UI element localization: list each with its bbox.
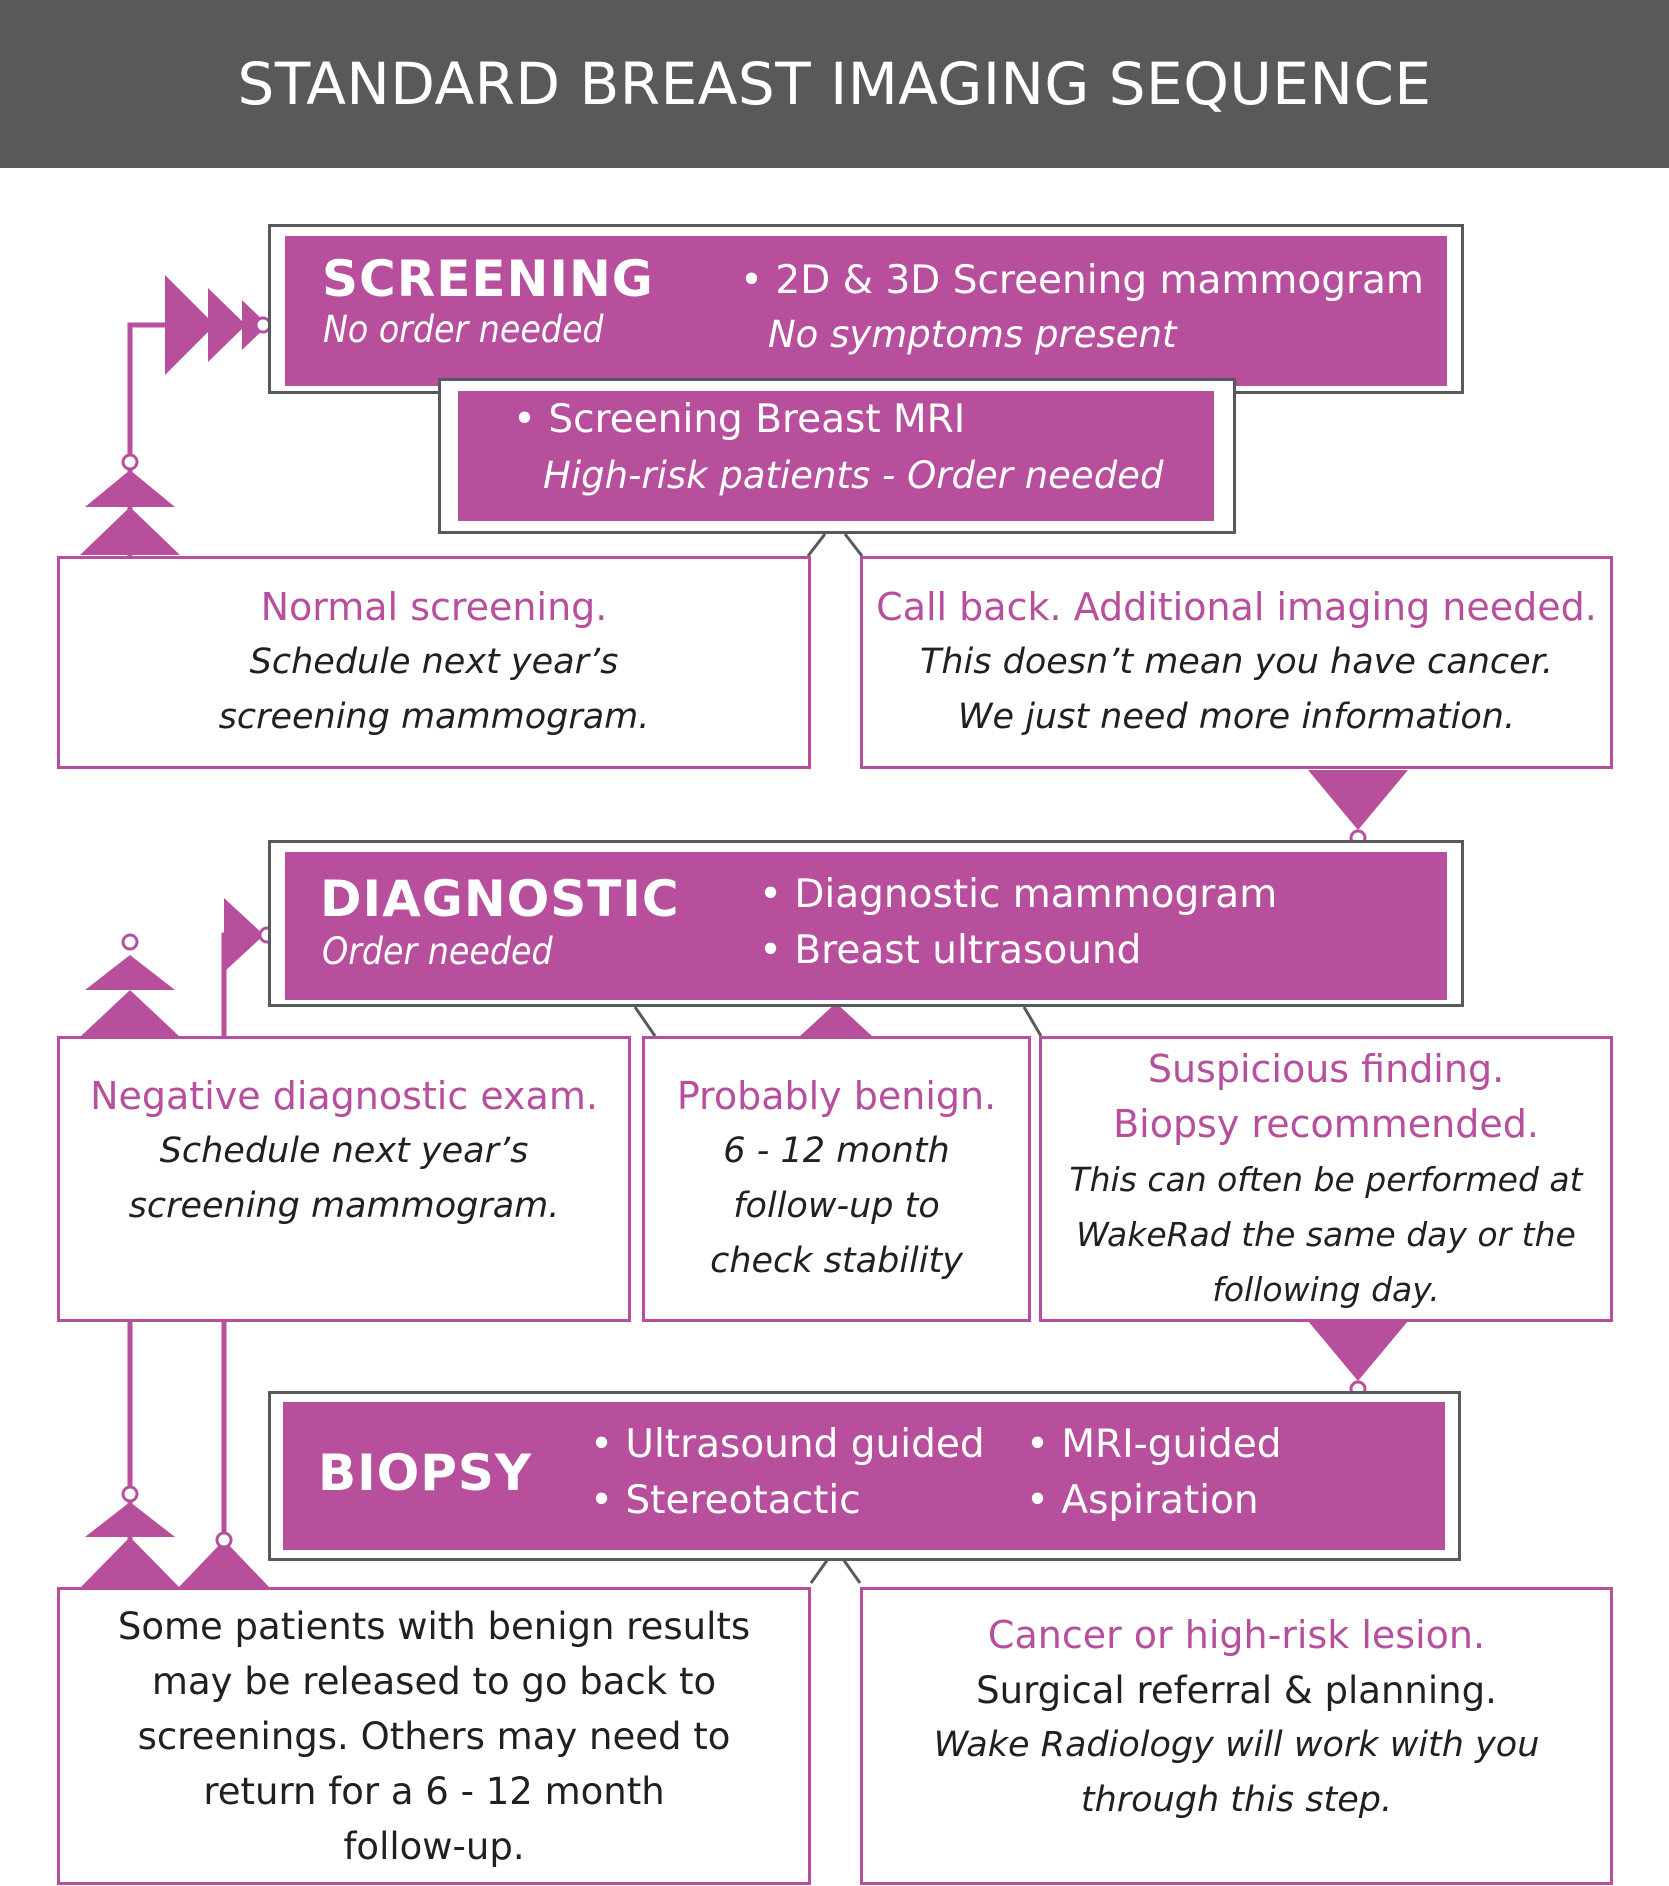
benign-results-line: Some patients with benign results	[117, 1604, 751, 1648]
suspicious-heading: Biopsy recommended.	[1113, 1101, 1539, 1146]
mri-band: • Screening Breast MRI High-risk patient…	[458, 391, 1214, 521]
arrow-up-icon	[80, 507, 180, 555]
header-bar: STANDARD BREAST IMAGING SEQUENCE	[0, 0, 1669, 168]
notch	[841, 1558, 862, 1584]
probably-benign-line: check stability	[710, 1241, 963, 1281]
biopsy-bullet-mri: • MRI-guided	[1026, 1422, 1282, 1467]
arrow-up-icon	[85, 470, 175, 507]
screening-bullet-note: No symptoms present	[768, 312, 1176, 357]
probably-benign-box: Probably benign. 6 - 12 month follow-up …	[642, 1036, 1031, 1322]
probably-benign-line: follow-up to	[733, 1186, 940, 1226]
connector-dot	[121, 1485, 139, 1503]
screening-note-text: No symptoms present	[768, 313, 1177, 356]
call-back-line: This doesn’t mean you have cancer.	[920, 642, 1553, 682]
diagnostic-title: DIAGNOSTIC	[320, 870, 680, 928]
notch	[1022, 1006, 1043, 1037]
negative-diagnostic-line: screening mammogram.	[128, 1186, 560, 1226]
arrow-down-icon	[1308, 1321, 1408, 1381]
suspicious-heading: Suspicious finding.	[1147, 1046, 1505, 1091]
suspicious-line: This can often be performed at	[1069, 1159, 1583, 1199]
screening-title: SCREENING	[322, 250, 654, 308]
negative-diagnostic-box: Negative diagnostic exam. Schedule next …	[57, 1036, 631, 1322]
biopsy-bullet-ultrasound: • Ultrasound guided	[590, 1422, 985, 1467]
call-back-heading: Call back. Additional imaging needed.	[876, 585, 1597, 629]
diagnostic-bullet-mammogram: • Diagnostic mammogram	[759, 872, 1278, 917]
benign-results-box: Some patients with benign results may be…	[57, 1587, 811, 1885]
arrow-right-icon	[208, 288, 246, 362]
arrow-right-icon	[165, 275, 215, 375]
arrow-up-icon	[85, 955, 175, 990]
arrow-up-icon	[800, 1003, 872, 1036]
arrow-down-icon	[1308, 770, 1408, 830]
benign-results-line: return for a 6 - 12 month	[203, 1769, 665, 1813]
benign-results-line: follow-up.	[343, 1824, 525, 1868]
biopsy-band: BIOPSY • Ultrasound guided • Stereotacti…	[283, 1402, 1445, 1550]
benign-results-line: screenings. Others may need to	[137, 1714, 731, 1758]
cancer-line: through this step.	[1080, 1780, 1393, 1820]
cancer-box: Cancer or high-risk lesion. Surgical ref…	[860, 1587, 1613, 1885]
diagnostic-subtitle: Order needed	[322, 930, 553, 973]
negative-diagnostic-line: Schedule next year’s	[159, 1131, 529, 1171]
notch	[809, 1558, 830, 1584]
benign-results-line: may be released to go back to	[151, 1659, 717, 1703]
normal-screening-heading: Normal screening.	[260, 585, 608, 629]
cancer-line: Wake Radiology will work with you	[933, 1725, 1540, 1765]
arrow-up-icon	[80, 1537, 180, 1588]
diagnostic-band: DIAGNOSTIC Order needed • Diagnostic mam…	[285, 852, 1447, 1000]
mri-bullet: • Screening Breast MRI	[513, 397, 966, 442]
notch	[806, 533, 827, 557]
biopsy-bullet-stereotactic: • Stereotactic	[590, 1478, 861, 1523]
cancer-line: Surgical referral & planning.	[976, 1669, 1497, 1712]
arrow-right-icon	[224, 898, 264, 972]
biopsy-bullet-aspiration: • Aspiration	[1026, 1478, 1259, 1523]
normal-screening-line: Schedule next year’s	[249, 642, 619, 682]
suspicious-line: WakeRad the same day or the	[1076, 1214, 1576, 1254]
suspicious-finding-box: Suspicious finding. Biopsy recommended. …	[1039, 1036, 1613, 1322]
notch	[843, 533, 864, 557]
diagnostic-bullet-ultrasound: • Breast ultrasound	[759, 928, 1142, 973]
arrow-up-icon	[85, 1502, 175, 1537]
notch	[633, 1006, 657, 1037]
cancer-heading: Cancer or high-risk lesion.	[987, 1613, 1486, 1657]
arrow-up-icon	[178, 1540, 270, 1588]
normal-screening-line: screening mammogram.	[218, 697, 650, 737]
normal-screening-box: Normal screening. Schedule next year’s s…	[57, 556, 811, 769]
biopsy-title: BIOPSY	[318, 1444, 533, 1502]
mri-note: High-risk patients - Order needed	[543, 454, 1164, 497]
call-back-line: We just need more information.	[957, 697, 1516, 737]
screening-subtitle: No order needed	[323, 308, 604, 351]
screening-bullet-mammogram: • 2D & 3D Screening mammogram	[740, 258, 1424, 303]
probably-benign-line: 6 - 12 month	[723, 1131, 950, 1171]
connector-dot	[121, 453, 139, 471]
arrow-up-icon	[80, 990, 180, 1037]
connector-dot	[215, 1531, 233, 1549]
suspicious-line: following day.	[1212, 1269, 1440, 1309]
probably-benign-heading: Probably benign.	[676, 1074, 997, 1118]
call-back-box: Call back. Additional imaging needed. Th…	[860, 556, 1613, 769]
page-title: STANDARD BREAST IMAGING SEQUENCE	[237, 50, 1432, 118]
screening-band: SCREENING No order needed • 2D & 3D Scre…	[285, 236, 1447, 386]
connector-dot	[121, 933, 139, 951]
mri-note-wrap: High-risk patients - Order needed	[543, 453, 1163, 498]
negative-diagnostic-heading: Negative diagnostic exam.	[90, 1074, 598, 1118]
